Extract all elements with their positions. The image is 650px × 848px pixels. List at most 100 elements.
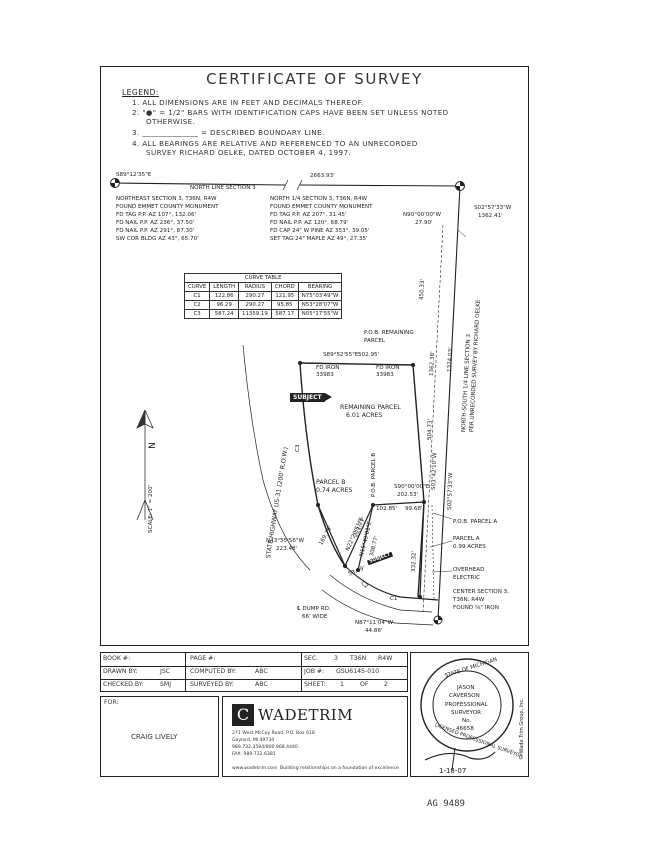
parcel-b-acres: 0.74 ACRES [316,487,353,494]
parcel-b-label: PARCEL B [316,479,346,486]
parcel-a-acres: 0.99 ACRES [453,544,486,550]
dim-s02a-d: 1362.41' [478,213,503,219]
legend-item-4: 4. ALL BEARINGS ARE RELATIVE AND REFEREN… [132,139,418,148]
seal-role2: SURVEYOR [451,710,481,716]
pob-remaining2: PARCEL [364,338,386,344]
dim-s89: S89°52'55"E [323,352,359,358]
firm-website: www.wadetrim.com [232,766,278,771]
sec-value: 3 [334,655,338,662]
center-section-label3: FOUND ⅝" IRON [453,605,499,611]
legend-item-2: 2. "●" = 1/2" BARS WITH IDENTIFICATION C… [132,108,449,117]
title-block [100,652,408,692]
firm-phone: 989.732.3584/800.968.4440 [232,745,298,750]
remaining-parcel-acres: 6.01 ACRES [346,412,383,419]
remaining-parcel-label: REMAINING PARCEL [340,404,401,411]
seal-no-label: No. [462,718,472,724]
ne-corner-text: FD TAG P.P. AZ 107°, 132.06' [116,212,197,218]
pob-parcel-a: P.O.B. PARCEL A [453,519,498,525]
for-label: FOR: [104,699,119,706]
table-row: C3 587.24 11359.19 587.17 N05°17'55"W [183,309,343,319]
job-label: JOB #: [304,668,325,675]
ne-corner-text: FOUND EMMET COUNTY MONUMENT [116,204,219,210]
firm-city: Gaylord, MI 49734 [232,738,275,743]
computed-by-label: COMPUTED BY: [190,668,237,675]
drawn-by-label: DRAWN BY: [103,668,138,675]
range-value: R4W [378,655,393,662]
overhead-label: OVERHEAD [453,567,485,573]
surveyed-by-value: ABC [255,681,268,688]
n-quarter-text: FD NAIL P.P. AZ 120°, 68.79' [270,220,349,226]
sheet-value: 1 [340,681,344,688]
for-box [100,696,219,777]
dim-n43: N43°55'56"W [266,538,304,544]
firm-fax: FAX: 989.732.6381 [232,752,276,757]
curve-cell: N05°17'55"W [297,309,343,319]
wadetrim-logo-icon: C [232,704,254,726]
legend-item-2b: OTHERWISE. [146,117,196,126]
client-name: CRAIG LIVELY [131,733,178,741]
signature-date: 1-18-07 [439,767,467,775]
surveyed-by-label: SURVEYED BY: [190,681,234,688]
sec-label: SEC. [304,655,319,662]
checked-by-label: CHECKED BY: [103,681,144,688]
township-value: T36N [350,655,367,662]
legend-item-3: 3. ______________ = DESCRIBED BOUNDARY L… [132,128,325,137]
curve-cell: 587.24 [209,309,240,319]
dim-s90-d: 202.53' [397,492,419,498]
fd-iron-number: 33983 [316,372,334,378]
ne-corner-text: FD NAIL P.P. AZ 291°, 87.30' [116,228,195,234]
n-quarter-text: FD TAG P.P. AZ 207°, 31.45' [270,212,347,218]
ne-corner-text: NORTHEAST SECTION 3, T36N, R4W [116,196,217,202]
firm-address: 271 West McCoy Road, P.O. Box 618 [232,731,315,736]
pob-remaining: P.O.B. REMAINING [364,330,414,336]
seal-name-last: CAVERSON [449,693,480,699]
curve-cell: C3 [183,309,211,319]
north-line-label: NORTH LINE SECTION 3 [190,185,256,191]
table-row: C2 96.29 290.27 95.85 N53°28'07"W [183,300,343,310]
computed-by-value: ABC [255,668,268,675]
drawing-border [100,66,529,646]
curve-c1-label: C1 [390,596,398,602]
of-label: OF [360,681,369,688]
dim-s90: S90°00'00"E [394,484,430,490]
seal-role: PROFESSIONAL [445,702,488,708]
dim-n43-d: 223.48' [276,546,298,552]
fd-iron-label: FD IRON [316,365,340,371]
ne-corner-text: FD NAIL P.P. AZ 236°, 37.50' [116,220,195,226]
dim-n90: N90°00'00"W [403,212,441,218]
dim-s02a: S02°57'33"W [474,205,512,211]
dim-s89-d: 502.95' [358,352,380,358]
curve-cell: 587.17 [270,309,299,319]
document-id: AG 9489 [427,799,465,809]
page-label: PAGE #: [190,655,216,662]
fd-iron-label: FD IRON [376,365,400,371]
overhead-label2: ELECTRIC [453,575,480,581]
book-label: BOOK #: [103,655,131,662]
center-section-label2: T36N, R4W [453,597,485,603]
dim-102: 102.85' [376,506,398,512]
curve-table: CURVE TABLE CURVE LENGTH RADIUS CHORD BE… [183,273,343,319]
north-line-distance: 2663.93' [310,173,335,179]
fd-iron-number: 33983 [376,372,394,378]
seal-name-first: JASON [457,685,475,691]
firm-name: WADETRIM [258,706,354,724]
checked-by-value: SMJ [160,681,172,688]
of-value: 2 [384,681,388,688]
job-value: GSU6145-010 [336,668,380,675]
dump-road-width: 66' WIDE [302,614,328,620]
firm-box [222,696,408,777]
legend-heading: LEGEND: [122,88,159,97]
dim-n87: N87°11'04"W [355,620,393,626]
firm-tagline: Building relationships on a foundation o… [280,766,399,771]
dim-n87-d: 44.86' [365,628,383,634]
seal-number: 46658 [456,726,474,732]
center-section-label: CENTER SECTION 3, [453,589,510,595]
north-line-bearing: S89°12'35"E [116,172,152,178]
seal-box [410,652,529,777]
n-quarter-text: NORTH 1/4 SECTION 3, T36N, R4W [270,196,368,202]
n-quarter-text: SET TAG 24" MAPLE AZ 49°, 27.35' [270,236,368,242]
copyright: © Wade Trim Group, Inc. [519,698,525,760]
dim-99: 99.68' [405,506,423,512]
